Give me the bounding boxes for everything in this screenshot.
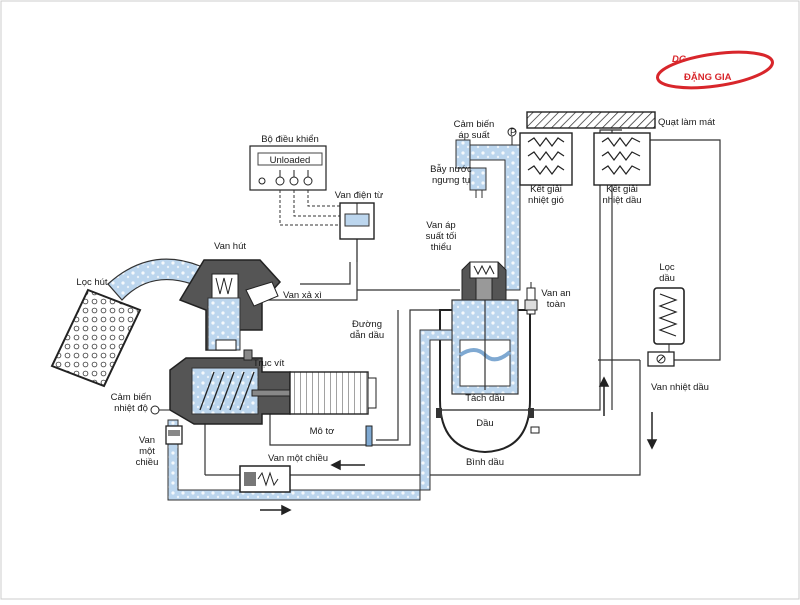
temperature-sensor — [150, 405, 170, 415]
label-line-minp-0: Van áp — [426, 220, 455, 231]
oil-cooler — [593, 132, 651, 186]
label-line-oilcool-1: nhiệt dầu — [602, 195, 641, 206]
controller: Unloaded — [249, 145, 327, 191]
label-line-aircool-1: nhiệt gió — [528, 195, 564, 206]
safety-valve — [524, 282, 538, 315]
svg-text:P: P — [510, 127, 516, 138]
intake-valve — [178, 259, 282, 351]
discharge-pipe — [167, 329, 453, 501]
label-oil-tank: Bình dầu — [466, 457, 504, 468]
label-line-pressure-0: Cảm biến — [454, 119, 495, 130]
label-screw-shaft: Trục vít — [253, 358, 285, 369]
air-cooler — [469, 132, 573, 291]
min-pressure-valve — [461, 261, 507, 301]
label-intake-filter: Lọc hút — [76, 277, 108, 288]
label-line-checkl-1: một — [139, 446, 155, 457]
label-line-checkl-2: chiều — [136, 457, 159, 468]
label-line-pressure-1: áp suất — [458, 130, 490, 141]
controller-display: Unloaded — [270, 155, 311, 166]
label-line-trap-0: Bẫy nước — [430, 164, 472, 175]
label-line-temp-0: Cảm biến — [111, 392, 152, 403]
dang-gia-logo: DG ĐẶNG GIA — [656, 50, 774, 90]
label-line-oilline-0: Đường — [352, 319, 382, 330]
label-line-minp-1: suất tối — [426, 231, 457, 242]
water-trap — [455, 139, 487, 198]
label-solenoid-valve: Van điện từ — [335, 190, 384, 201]
label-line-trap-1: ngưng tụ — [432, 175, 470, 186]
oil-filter — [653, 287, 685, 352]
pressure-sensor-gauge: P — [507, 127, 517, 145]
flow-arrows — [260, 376, 658, 516]
oil-sight-glass — [365, 425, 373, 447]
label-line-checkl-0: Van — [139, 435, 155, 446]
label-line-oilcool-0: Kết giải — [606, 184, 638, 195]
logo-mark: DG — [672, 54, 687, 65]
screw-compressor — [169, 349, 377, 425]
solenoid-valve — [339, 202, 375, 262]
label-line-oilline-1: dẫn dầu — [350, 330, 384, 341]
oil-separator-tank — [436, 299, 540, 454]
check-valve-left — [165, 425, 183, 445]
logo-name: ĐẶNG GIA — [684, 72, 732, 83]
label-oil-separator: Tách dầu — [465, 393, 505, 404]
label-blowdown-valve: Van xả xì — [283, 290, 322, 301]
label-motor: Mô tơ — [310, 426, 335, 437]
label-line-ofilter-0: Lọc — [659, 262, 675, 273]
cooling-fan — [526, 111, 656, 129]
label-line-temp-1: nhiệt độ — [114, 403, 148, 414]
label-thermo-valve: Van nhiệt dầu — [651, 382, 709, 393]
label-controller: Bộ điều khiển — [261, 134, 319, 145]
label-line-ofilter-1: dầu — [659, 273, 675, 284]
label-check-valve-bottom: Van một chiều — [268, 453, 328, 464]
label-intake-valve: Van hút — [214, 241, 246, 252]
label-cooling-fan: Quạt làm mát — [658, 117, 715, 128]
label-line-safety-1: toàn — [547, 299, 566, 310]
label-line-minp-2: thiểu — [431, 242, 452, 253]
check-valve-bottom — [239, 465, 291, 493]
label-line-aircool-0: Kết giải — [530, 184, 562, 195]
thermo-valve — [647, 351, 675, 367]
control-wires — [279, 190, 340, 226]
label-oil: Dầu — [476, 418, 493, 429]
label-line-safety-0: Van an — [541, 288, 570, 299]
